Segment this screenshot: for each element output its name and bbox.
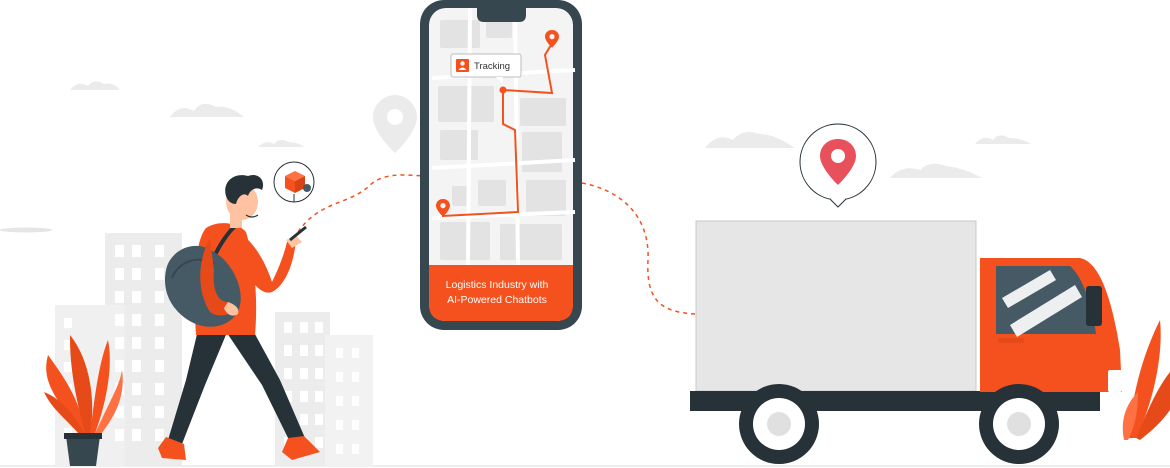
wheel xyxy=(739,384,819,464)
banner-line-1: Logistics Industry with xyxy=(446,279,549,291)
plant xyxy=(44,335,123,466)
plant xyxy=(1122,320,1170,440)
map-pin-icon xyxy=(373,95,417,153)
map-pin-icon xyxy=(436,199,450,217)
route-path xyxy=(442,39,555,218)
route-dashed-right xyxy=(581,182,696,315)
tracking-tag: Tracking xyxy=(450,53,522,85)
smartphone: Tracking Logistics Industry with AI-Powe… xyxy=(420,0,582,330)
box-icon xyxy=(285,171,305,193)
user-icon xyxy=(458,61,467,70)
map-pin-icon xyxy=(545,29,559,48)
wheel xyxy=(979,384,1059,464)
location-bubble xyxy=(799,123,877,208)
route-dashed-left xyxy=(297,174,426,233)
person-walking xyxy=(158,174,320,460)
ground-shadow-left xyxy=(0,227,52,233)
delivery-truck xyxy=(690,220,1122,464)
map xyxy=(438,14,566,260)
cloud-icon xyxy=(70,81,1031,178)
box-notification xyxy=(273,161,315,203)
banner-line-2: AI-Powered Chatbots xyxy=(447,294,547,306)
tracking-label: Tracking xyxy=(474,61,510,72)
building xyxy=(55,233,373,466)
phone-banner xyxy=(429,265,573,321)
map-pin-icon xyxy=(820,139,856,185)
